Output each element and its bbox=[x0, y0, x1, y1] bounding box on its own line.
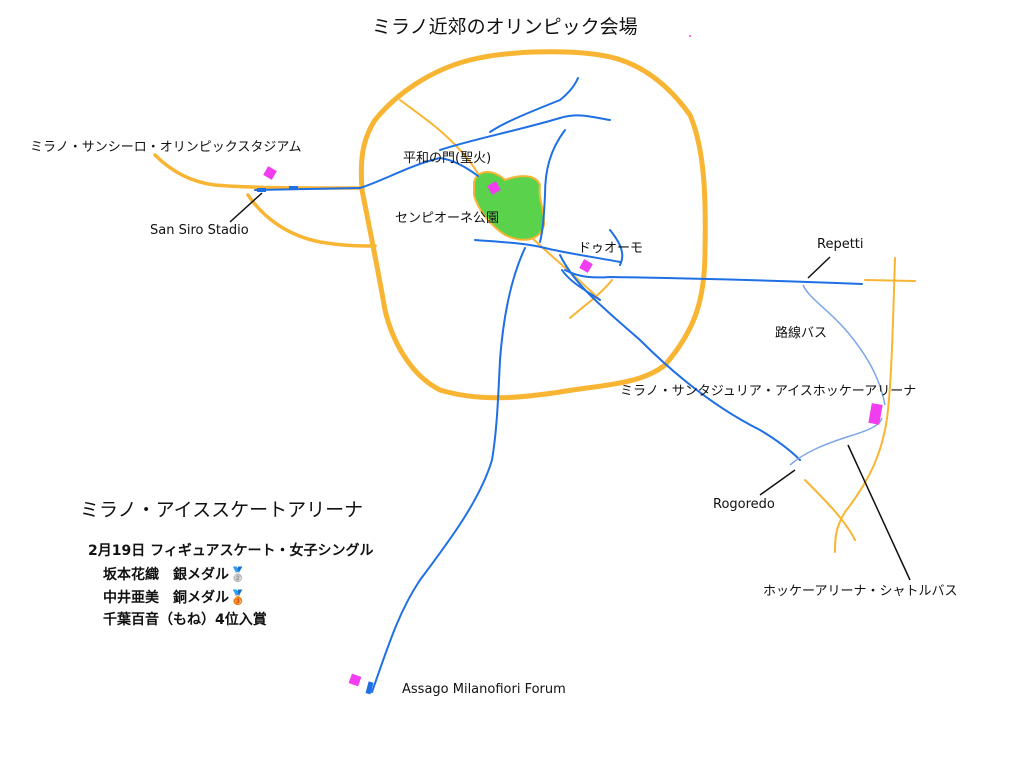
sempione-park bbox=[473, 171, 546, 241]
road-rogoredo bbox=[804, 479, 856, 541]
leader-san-siro bbox=[229, 192, 263, 223]
label-bus-route: 路線バス bbox=[775, 326, 828, 341]
venue-duomo bbox=[579, 259, 593, 273]
road-west bbox=[246, 193, 377, 248]
leader-rogoredo bbox=[759, 469, 796, 496]
hockey-shuttle-route bbox=[789, 417, 883, 466]
label-assago: Assago Milanofiori Forum bbox=[402, 682, 566, 697]
map-title: ミラノ近郊のオリンピック会場 bbox=[372, 16, 638, 38]
label-duomo: ドゥオーモ bbox=[578, 241, 644, 256]
silver-medal-icon: 🥈 bbox=[229, 567, 247, 583]
road-east bbox=[834, 257, 896, 553]
bronze-medal-icon: 🥉 bbox=[229, 590, 247, 606]
metro-line-d bbox=[474, 239, 621, 263]
metro-line-rogoredo bbox=[559, 254, 801, 461]
label-rogoredo: Rogoredo bbox=[713, 497, 775, 512]
result-row-3: 千葉百音（もね）4位入賞 bbox=[103, 612, 267, 628]
station-lotto bbox=[289, 186, 298, 190]
station-san-siro bbox=[257, 188, 266, 192]
result-text: 坂本花織 銀メダル bbox=[103, 567, 229, 583]
metro-line-g bbox=[561, 269, 601, 301]
ring-road bbox=[358, 49, 708, 401]
label-san-siro-olympic: ミラノ・サンシーロ・オリンピックスタジアム bbox=[30, 140, 302, 155]
metro-line-repetti bbox=[564, 269, 863, 285]
metro-line-c bbox=[539, 129, 566, 243]
road-center-2 bbox=[569, 279, 613, 319]
metro-line-b bbox=[489, 77, 579, 133]
label-santa-giulia-arena: ミラノ・サンタジュリア・アイスホッケーアリーナ bbox=[620, 384, 917, 399]
results-heading: ミラノ・アイススケートアリーナ bbox=[80, 499, 364, 521]
leader-repetti bbox=[807, 256, 831, 279]
bus-route bbox=[802, 284, 886, 406]
metro-line-assago bbox=[371, 247, 526, 693]
station-assago bbox=[365, 681, 374, 695]
venue-santa-giulia bbox=[868, 403, 883, 425]
venue-arco bbox=[487, 181, 501, 195]
label-san-siro-station: San Siro Stadio bbox=[150, 223, 249, 238]
label-arco-della-pace: 平和の門(聖火) bbox=[403, 151, 492, 166]
dot-mark bbox=[689, 35, 691, 37]
results-event: 2月19日 フィギュアスケート・女子シングル bbox=[88, 543, 374, 559]
label-sempione-park: センピオーネ公園 bbox=[395, 211, 500, 226]
result-text: 千葉百音（もね）4位入賞 bbox=[103, 612, 267, 628]
label-hockey-shuttle: ホッケーアリーナ・シャトルバス bbox=[763, 584, 958, 599]
result-row-2: 中井亜美 銅メダル🥉 bbox=[103, 590, 246, 606]
result-row-1: 坂本花織 銀メダル🥈 bbox=[103, 567, 246, 583]
road-san-siro bbox=[153, 153, 364, 190]
result-text: 中井亜美 銅メダル bbox=[103, 590, 229, 606]
leader-shuttle bbox=[847, 444, 911, 581]
road-east-h bbox=[864, 279, 916, 282]
metro-line-f bbox=[609, 229, 624, 266]
venue-san-siro bbox=[263, 166, 277, 180]
venue-assago bbox=[348, 673, 362, 687]
metro-m5-west bbox=[254, 156, 479, 191]
label-repetti: Repetti bbox=[817, 237, 864, 252]
metro-line-a bbox=[439, 114, 611, 151]
